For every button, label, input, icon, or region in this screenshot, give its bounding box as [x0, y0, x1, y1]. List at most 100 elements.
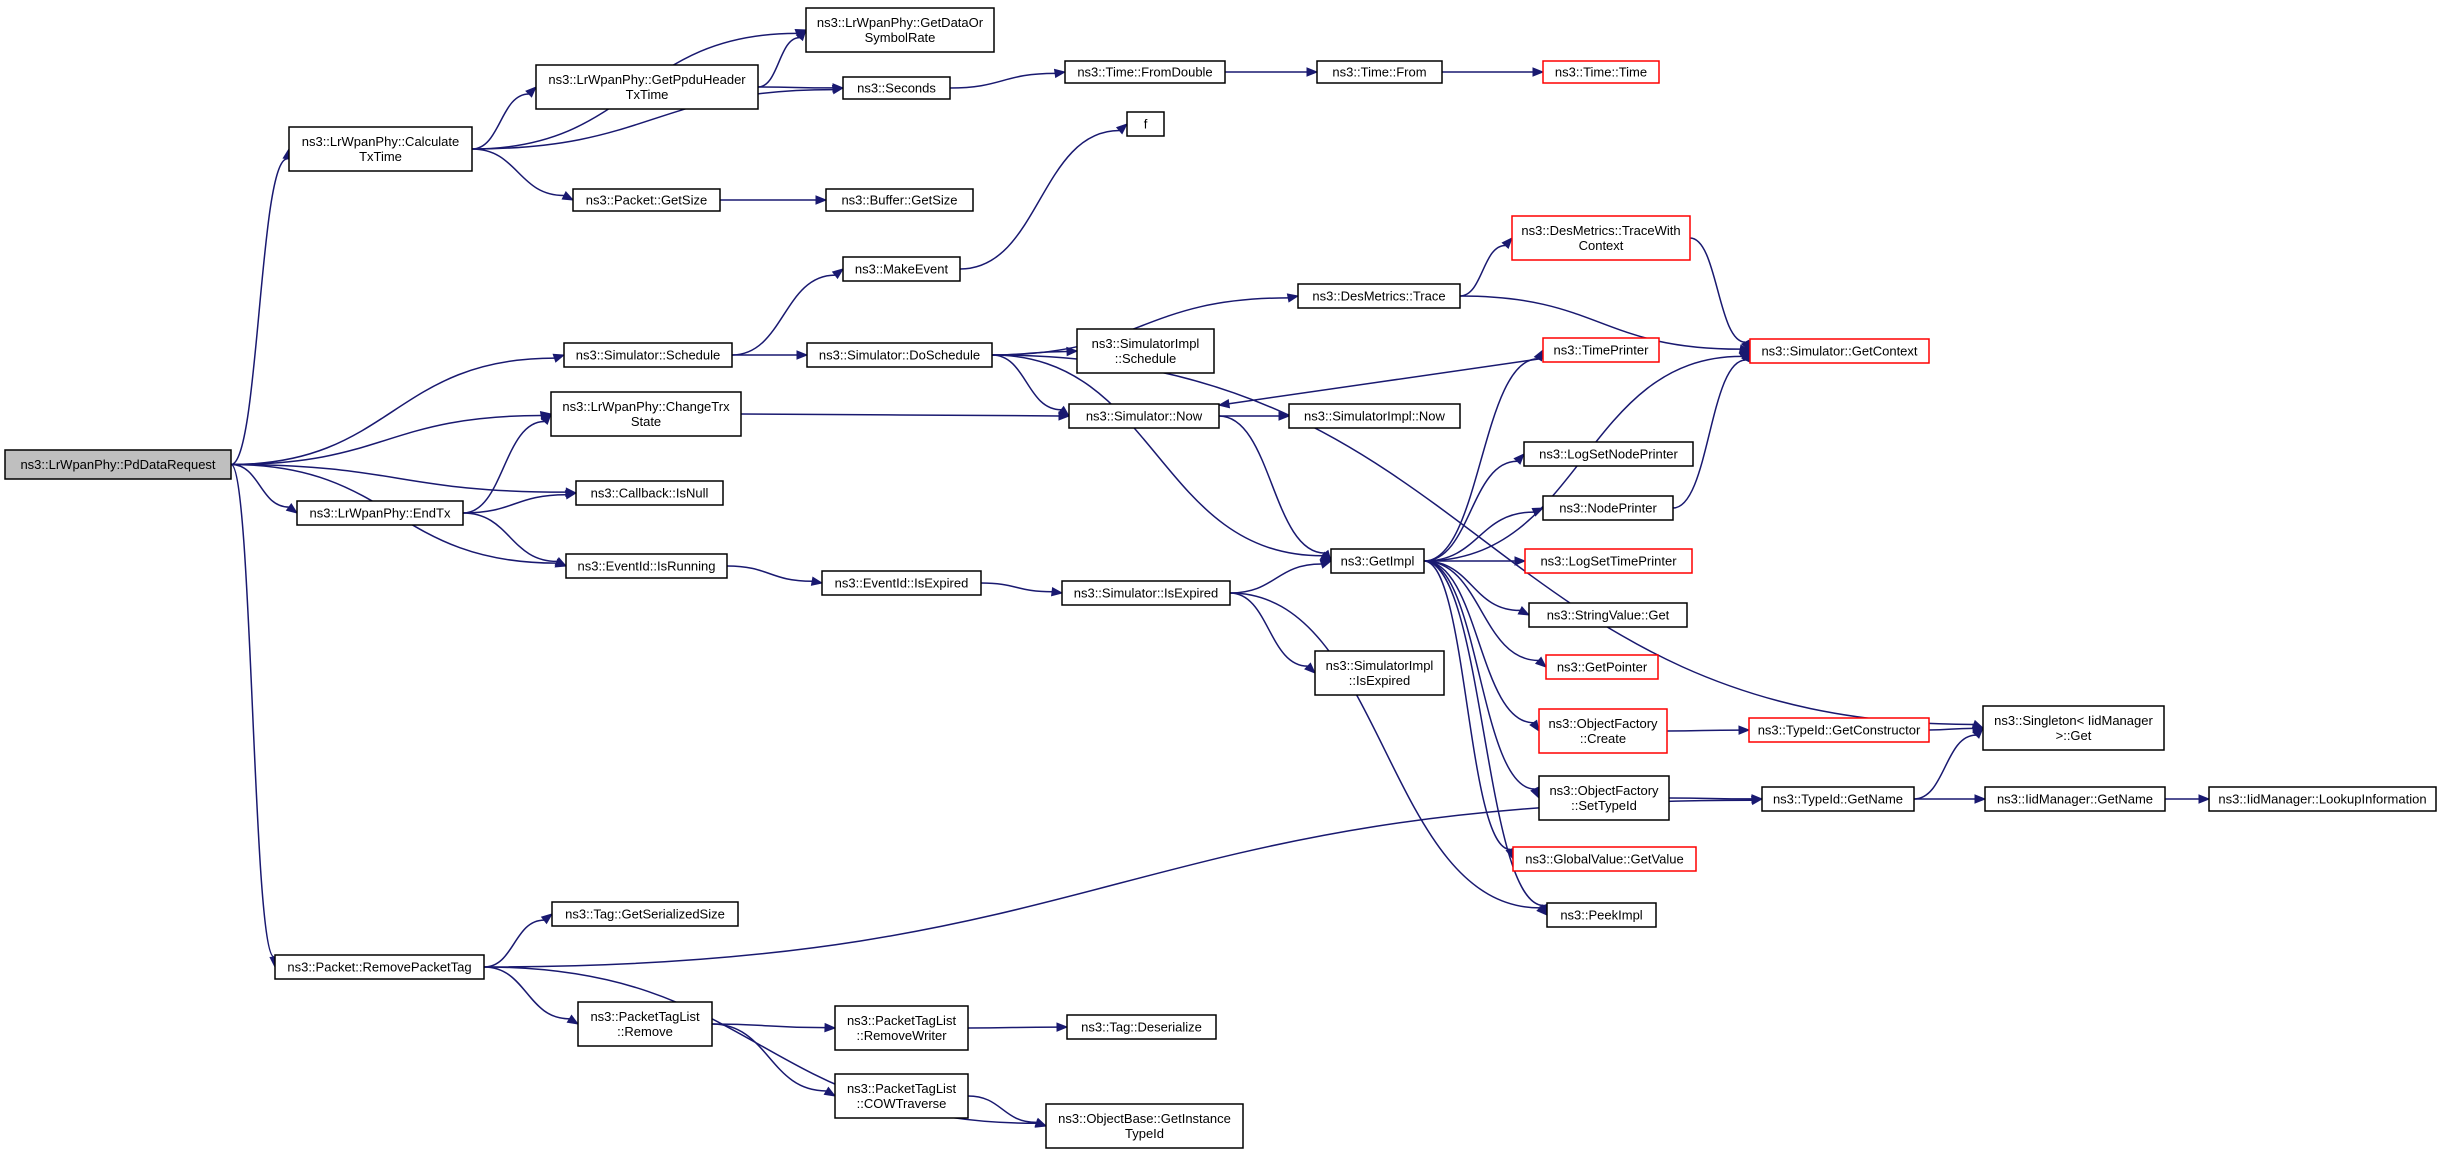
node-box	[1542, 495, 1674, 521]
node-getContext[interactable]: ns3::Simulator::GetContext	[1749, 338, 1930, 364]
node-logSetTime[interactable]: ns3::LogSetTimePrinter	[1524, 548, 1693, 574]
arrowhead-getImpl-to-getContext	[1738, 350, 1752, 361]
node-label: >::Get	[2056, 728, 2092, 743]
node-label: ns3::SimulatorImpl::Now	[1304, 409, 1445, 424]
edge-desTrace-to-getContext	[1459, 295, 1741, 350]
node-timeFrom[interactable]: ns3::Time::From	[1316, 60, 1443, 84]
edge-root-to-removePktTag	[230, 463, 275, 958]
node-box	[806, 342, 993, 368]
nodes-layer: ns3::LrWpanPhy::PdDataRequestns3::LrWpan…	[4, 7, 2437, 1149]
node-getPointer[interactable]: ns3::GetPointer	[1545, 654, 1659, 680]
node-label: ns3::Simulator::DoSchedule	[819, 348, 980, 363]
node-label: ns3::Time::From	[1332, 65, 1426, 80]
node-label: SymbolRate	[865, 30, 936, 45]
arrowhead-changeTrx-to-simNow	[1058, 411, 1071, 421]
node-label: ns3::TypeId::GetName	[1773, 792, 1903, 807]
node-evIsExpired[interactable]: ns3::EventId::IsExpired	[821, 570, 982, 596]
node-tagGetSer[interactable]: ns3::Tag::GetSerializedSize	[551, 901, 739, 927]
node-singletonGet[interactable]: ns3::Singleton< IidManager>::Get	[1982, 705, 2165, 751]
edge-root-to-changeTrx	[230, 414, 542, 466]
node-box	[1542, 337, 1660, 363]
node-bufGetSize[interactable]: ns3::Buffer::GetSize	[825, 188, 974, 212]
node-box	[825, 188, 974, 212]
node-ptlRemoveWriter[interactable]: ns3::PacketTagList::RemoveWriter	[834, 1005, 969, 1051]
node-typeGetName[interactable]: ns3::TypeId::GetName	[1761, 786, 1915, 812]
node-label: ns3::Singleton< IidManager	[1994, 713, 2153, 728]
node-label: ns3::DesMetrics::Trace	[1312, 289, 1445, 304]
node-simNow[interactable]: ns3::Simulator::Now	[1068, 403, 1220, 429]
node-fromDouble[interactable]: ns3::Time::FromDouble	[1064, 60, 1226, 84]
node-box	[1542, 60, 1660, 84]
node-box	[577, 1001, 713, 1047]
node-box	[1076, 328, 1215, 374]
node-iidLookup[interactable]: ns3::IidManager::LookupInformation	[2208, 786, 2437, 812]
arrowhead-simSchedule-to-makeEvent	[831, 268, 845, 280]
node-label: ns3::ObjectFactory	[1548, 716, 1658, 731]
edge-removePktTag-to-tagGetSer	[483, 919, 545, 968]
node-implIsExpired[interactable]: ns3::SimulatorImpl::IsExpired	[1314, 650, 1445, 696]
node-desTrace[interactable]: ns3::DesMetrics::Trace	[1297, 283, 1461, 309]
arrowhead-getImpl-to-strGet	[1517, 605, 1531, 616]
edge-objCreate-to-getConstructor	[1666, 729, 1740, 732]
node-label: ns3::PacketTagList	[590, 1009, 700, 1024]
arrowhead-ptlRemove-to-ptlCow	[823, 1086, 837, 1097]
node-box	[1314, 650, 1445, 696]
node-box	[1982, 705, 2165, 751]
node-f[interactable]: f	[1126, 111, 1165, 137]
node-tagDeserialize[interactable]: ns3::Tag::Deserialize	[1066, 1014, 1217, 1040]
edge-desTrace-to-desTraceCtx	[1459, 244, 1506, 297]
node-label: f	[1144, 117, 1148, 132]
node-simSchedule[interactable]: ns3::Simulator::Schedule	[563, 342, 733, 368]
node-box	[834, 1073, 969, 1119]
node-ptlRemove[interactable]: ns3::PacketTagList::Remove	[577, 1001, 713, 1047]
arrowhead-root-to-simSchedule	[552, 353, 566, 363]
node-label: ::SetTypeId	[1571, 798, 1637, 813]
edge-timePrinter-to-simNow	[1228, 357, 1544, 405]
edge-typeGetName-to-singletonGet	[1913, 734, 1977, 800]
edge-desTraceCtx-to-getContext	[1689, 237, 1746, 343]
node-label: ns3::LrWpanPhy::GetDataOr	[817, 15, 984, 30]
node-pktGetSize[interactable]: ns3::Packet::GetSize	[572, 188, 721, 212]
edge-root-to-endTx	[230, 463, 289, 508]
node-implSchedule[interactable]: ns3::SimulatorImpl::Schedule	[1076, 328, 1215, 374]
node-objSetTypeId[interactable]: ns3::ObjectFactory::SetTypeId	[1538, 775, 1670, 821]
node-simIsExpired[interactable]: ns3::Simulator::IsExpired	[1061, 580, 1231, 606]
node-seconds[interactable]: ns3::Seconds	[842, 76, 951, 100]
node-label: ns3::ObjectFactory	[1549, 783, 1659, 798]
node-makeEvent[interactable]: ns3::MakeEvent	[842, 256, 961, 282]
arrowhead-getImpl-to-objCreate	[1529, 719, 1540, 733]
node-logSetNode[interactable]: ns3::LogSetNodePrinter	[1523, 441, 1694, 467]
node-evIsRunning[interactable]: ns3::EventId::IsRunning	[565, 553, 728, 579]
node-removePktTag[interactable]: ns3::Packet::RemovePacketTag	[274, 954, 485, 980]
arrowhead-ptlRemove-to-ptlRemoveWriter	[824, 1022, 837, 1033]
node-nodePrinter[interactable]: ns3::NodePrinter	[1542, 495, 1674, 521]
node-label: ns3::PacketTagList	[847, 1081, 957, 1096]
arrowhead-simIsExpired-to-getImpl	[1319, 559, 1333, 569]
node-getConstructor[interactable]: ns3::TypeId::GetConstructor	[1748, 717, 1930, 743]
node-iidGetName[interactable]: ns3::IidManager::GetName	[1984, 786, 2166, 812]
node-timePrinter[interactable]: ns3::TimePrinter	[1542, 337, 1660, 363]
node-ptlCow[interactable]: ns3::PacketTagList::COWTraverse	[834, 1073, 969, 1119]
node-endTx[interactable]: ns3::LrWpanPhy::EndTx	[296, 500, 464, 526]
node-label: ::Schedule	[1115, 351, 1176, 366]
node-objCreate[interactable]: ns3::ObjectFactory::Create	[1538, 708, 1668, 754]
node-timeTime[interactable]: ns3::Time::Time	[1542, 60, 1660, 84]
node-simDoSchedule[interactable]: ns3::Simulator::DoSchedule	[806, 342, 993, 368]
node-strGet[interactable]: ns3::StringValue::Get	[1528, 602, 1688, 628]
node-implNow[interactable]: ns3::SimulatorImpl::Now	[1288, 403, 1461, 429]
edge-getImpl-to-getPointer	[1423, 560, 1539, 662]
node-cbIsNull[interactable]: ns3::Callback::IsNull	[575, 480, 724, 506]
node-label: ns3::LrWpanPhy::GetPpduHeader	[548, 72, 746, 87]
node-peekImpl[interactable]: ns3::PeekImpl	[1546, 902, 1657, 928]
node-root[interactable]: ns3::LrWpanPhy::PdDataRequest	[4, 449, 232, 480]
node-getImpl[interactable]: ns3::GetImpl	[1330, 548, 1425, 574]
edge-root-to-simSchedule	[230, 357, 555, 466]
node-globalGetValue[interactable]: ns3::GlobalValue::GetValue	[1512, 846, 1697, 872]
